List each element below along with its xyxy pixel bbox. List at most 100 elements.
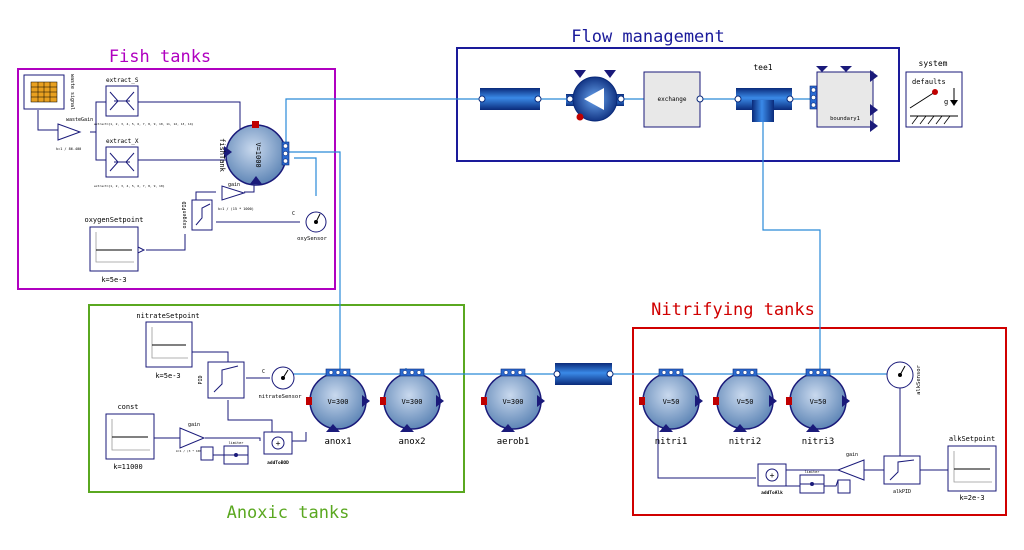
aerob1-volume: V=300: [502, 398, 523, 406]
nitri1-volume: V=50: [663, 398, 680, 406]
fish-tank-label: fishTank: [218, 138, 226, 173]
fish-gain-label: gain: [228, 182, 240, 188]
add-to-bod-block[interactable]: + addToBOD: [263, 431, 293, 466]
anoxic-gain-block[interactable]: gain k=1 / (3 * 1000): [176, 422, 206, 453]
pump[interactable]: [566, 70, 625, 122]
flow-management-title: Flow management: [571, 27, 725, 47]
svg-text:+: +: [276, 439, 281, 448]
anoxic-gain-sub: k=1 / (3 * 1000): [176, 449, 205, 453]
nitri3-tank[interactable]: V=50 nitri3: [786, 368, 850, 447]
system-block[interactable]: system defaults g: [905, 59, 963, 128]
nitrate-setpoint-block[interactable]: nitrateSetpoint k=5e-3: [136, 312, 199, 380]
alk-setpoint-value: k=2e-3: [959, 494, 984, 502]
boundary-ports-left[interactable]: [809, 85, 818, 110]
signal-connections: [37, 101, 948, 487]
oxygen-pid-block[interactable]: oxygenPID: [182, 199, 213, 231]
svg-text:+: +: [770, 471, 775, 480]
add-to-alk-label: addToAlk: [761, 490, 783, 496]
alk-pid-label: alkPID: [893, 489, 911, 495]
fish-tanks-title: Fish tanks: [109, 47, 211, 67]
anox2-volume: V=300: [401, 398, 422, 406]
exchange-block[interactable]: exchange: [643, 71, 704, 128]
oxy-sensor-label: oxySensor: [297, 236, 327, 242]
nitrate-sensor-c: C: [262, 369, 265, 375]
nitrate-pid-block[interactable]: PID: [198, 361, 245, 399]
flow-pipe[interactable]: [478, 88, 542, 110]
boundary-block[interactable]: boundary1: [809, 66, 878, 132]
connecting-pipe[interactable]: [553, 363, 614, 385]
add-to-bod-label: addToBOD: [267, 460, 289, 466]
anox1-label: anox1: [324, 437, 351, 447]
anox1-tank[interactable]: V=300 anox1: [306, 368, 370, 447]
fish-tank-ports-right[interactable]: [281, 141, 290, 166]
waste-signal-table[interactable]: waste signal: [23, 74, 75, 110]
extract-x-label: extract_X: [106, 138, 139, 145]
const-value: k=11000: [113, 463, 143, 471]
alk-limiter-block[interactable]: limiter: [799, 470, 851, 494]
oxygen-setpoint-label: oxygenSetpoint: [84, 216, 143, 224]
alk-pid-block[interactable]: alkPID: [883, 455, 921, 495]
anoxic-limiter-block[interactable]: limiter: [200, 441, 249, 465]
alk-sensor-label: alkSensor: [916, 364, 922, 394]
system-g: g: [944, 98, 948, 106]
nitrate-setpoint-value: k=5e-3: [155, 372, 180, 380]
const-label: const: [117, 403, 138, 411]
fish-tanks-box: [17, 68, 336, 290]
system-label: system: [919, 59, 948, 68]
alk-sensor[interactable]: alkSensor: [886, 361, 922, 395]
aerob1-label: aerob1: [497, 437, 530, 447]
oxygen-setpoint-block[interactable]: oxygenSetpoint k=5e-3: [84, 216, 146, 284]
fish-tank-volume: V=1000: [254, 142, 262, 167]
alk-setpoint-block[interactable]: alkSetpoint k=2e-3: [947, 435, 997, 502]
extract-s-label: extract_S: [106, 77, 139, 84]
nitri2-volume: V=50: [737, 398, 754, 406]
const-block[interactable]: const k=11000: [105, 403, 155, 471]
fish-tank-port-bottom[interactable]: [250, 176, 262, 184]
oxy-sensor[interactable]: C oxySensor: [292, 211, 328, 242]
extract-x-block[interactable]: extract_X extract={1, 2, 3, 4, 5, 6, 7, …: [94, 138, 165, 188]
waste-signal-label: waste signal: [69, 74, 75, 110]
oxygen-pid-label: oxygenPID: [182, 201, 188, 228]
anoxic-tanks-title: Anoxic tanks: [227, 503, 350, 523]
nitrifying-tanks-title: Nitrifying tanks: [651, 300, 815, 320]
anox2-label: anox2: [398, 437, 425, 447]
anoxic-tanks-box: [88, 304, 465, 493]
alk-gain-label: gain: [846, 452, 858, 458]
extract-s-block[interactable]: extract_S extract={1, 2, 3, 4, 5, 6, 7, …: [94, 77, 194, 126]
nitri2-tank[interactable]: V=50 nitri2: [713, 368, 777, 447]
fish-gain-block[interactable]: gain k=1 / (15 * 1000): [218, 182, 254, 211]
oxy-sensor-c: C: [292, 211, 295, 217]
exchange-label: exchange: [658, 96, 687, 103]
extract-s-sub: extract={1, 2, 3, 4, 5, 6, 7, 8, 9, 10, …: [94, 122, 194, 126]
tee-junction[interactable]: tee1: [734, 63, 794, 122]
anoxic-gain-label: gain: [188, 422, 200, 428]
waste-gain-label: wasteGain: [66, 117, 93, 123]
extract-x-sub: extract={1, 2, 3, 4, 5, 6, 7, 8, 9, 10}: [94, 184, 165, 188]
fish-gain-sub: k=1 / (15 * 1000): [218, 207, 254, 211]
fluid-connections: [283, 98, 900, 375]
alk-limiter-label: limiter: [805, 470, 820, 474]
nitrate-sensor-label: nitrateSensor: [258, 394, 302, 400]
nitri1-tank[interactable]: V=50 nitri1: [639, 368, 703, 447]
system-defaults: defaults: [912, 78, 946, 86]
flow-management-box: [456, 47, 900, 162]
alk-setpoint-label: alkSetpoint: [949, 435, 995, 443]
add-to-alk-block[interactable]: + addToAlk: [757, 463, 787, 496]
alk-gain-block[interactable]: gain: [836, 452, 865, 481]
oxygen-setpoint-value: k=5e-3: [101, 276, 126, 284]
nitri1-label: nitri1: [655, 437, 688, 447]
anoxic-limiter-label: limiter: [229, 441, 244, 445]
fish-tank-port-left[interactable]: [224, 146, 232, 158]
tee-label: tee1: [753, 63, 772, 72]
nitrate-sensor[interactable]: C nitrateSensor: [258, 366, 302, 400]
waste-gain-block[interactable]: wasteGain k=1 / 86.400: [56, 117, 93, 151]
system-indicator-dot: [932, 89, 938, 95]
fish-tank-port-top[interactable]: [252, 121, 259, 128]
fish-tank[interactable]: V=1000 fishTank: [218, 121, 290, 186]
nitri3-label: nitri3: [802, 437, 835, 447]
boundary-label: boundary1: [830, 116, 860, 122]
aerob1-tank[interactable]: V=300 aerob1: [481, 368, 545, 447]
nitri3-volume: V=50: [810, 398, 827, 406]
anox2-tank[interactable]: V=300 anox2: [380, 368, 444, 447]
